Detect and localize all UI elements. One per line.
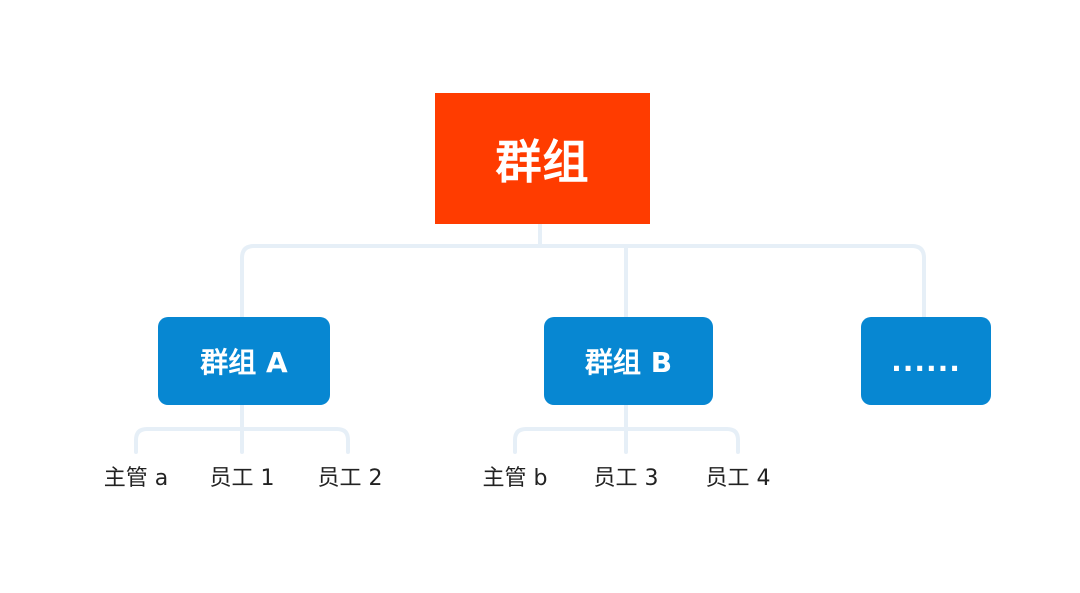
member-employee-1: 员工 1: [209, 466, 275, 491]
group-a-node: 群组 A: [158, 317, 330, 405]
member-employee-2: 员工 2: [317, 466, 383, 491]
group-a-label: 群组 A: [200, 346, 288, 379]
root-node-group: 群组: [435, 93, 650, 224]
more-groups-node: ......: [861, 317, 991, 405]
member-supervisor-b: 主管 b: [482, 466, 548, 491]
more-groups-label: ......: [891, 344, 961, 378]
member-supervisor-a: 主管 a: [103, 466, 169, 491]
group-b-node: 群组 B: [544, 317, 713, 405]
group-b-label: 群组 B: [584, 346, 673, 379]
root-node-label: 群组: [495, 134, 590, 189]
member-employee-3: 员工 3: [593, 466, 659, 491]
member-employee-4: 员工 4: [705, 466, 771, 491]
connector-group-bus: [240, 244, 926, 319]
